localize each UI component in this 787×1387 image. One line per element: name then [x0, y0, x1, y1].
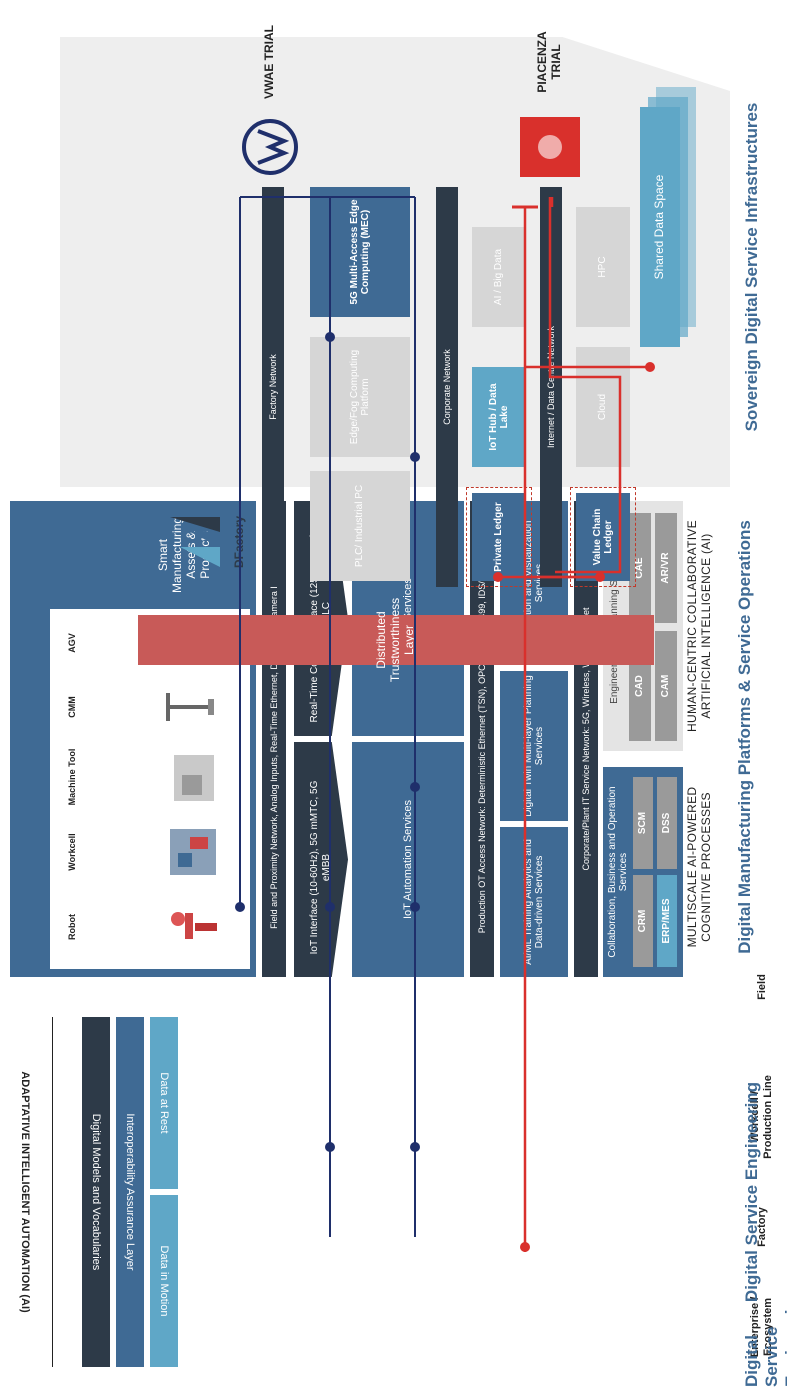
- vwae-dot-control: [325, 902, 335, 912]
- vwae-dot-iot: [410, 452, 420, 462]
- vwae-dot-mec: [325, 332, 335, 342]
- vw-logo-icon: [240, 117, 300, 177]
- piacenza-dot-shared: [645, 362, 655, 372]
- vwae-dot-iotauto: [325, 1142, 335, 1152]
- workcell-icon: [160, 825, 220, 879]
- robot-icon: [160, 905, 220, 949]
- vwae-dot-twin: [410, 902, 420, 912]
- piacenza-dot-erp: [520, 1242, 530, 1252]
- vwae-dot-agv: [235, 902, 245, 912]
- piacenza-path: [548, 197, 622, 574]
- dfactory-logo-icon: [160, 507, 230, 577]
- cmm-icon: [160, 685, 220, 729]
- vwae-dot-aiml: [410, 1142, 420, 1152]
- machine-tool-icon: [160, 751, 220, 805]
- vwae-dot-sim: [410, 782, 420, 792]
- piacenza-logo-icon: [520, 117, 580, 177]
